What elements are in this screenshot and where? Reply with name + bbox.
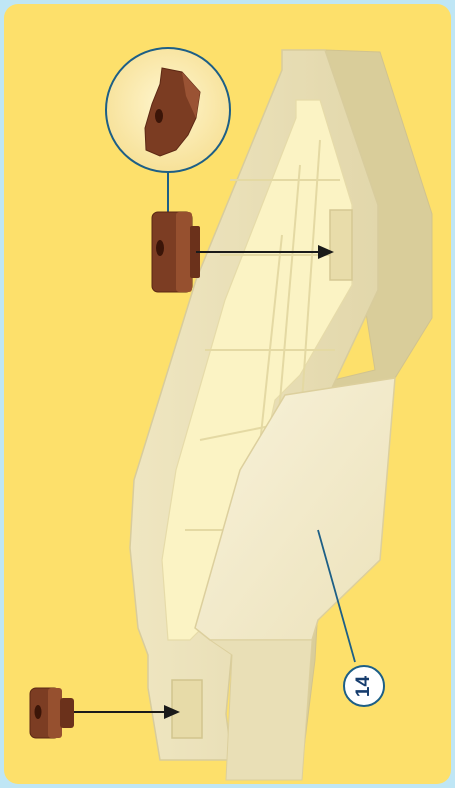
part-number-label: 14 [353,675,375,697]
lower-slot [171,679,203,739]
assembly-illustration [29,47,433,781]
panel-front-slab-edge [208,639,313,781]
wall-panel [129,49,433,781]
part-number-badge: 14 [343,665,385,707]
upper-insert-arrow [196,245,334,259]
instruction-panel: 14 [4,4,451,784]
lower-connector-peg [29,687,74,739]
upper-slot [329,209,353,281]
part-number-leader [317,529,356,663]
peg-detail-callout [105,47,231,212]
peg-detail-icon [144,67,201,157]
upper-connector-peg [151,211,200,293]
lower-insert-arrow [74,705,180,719]
